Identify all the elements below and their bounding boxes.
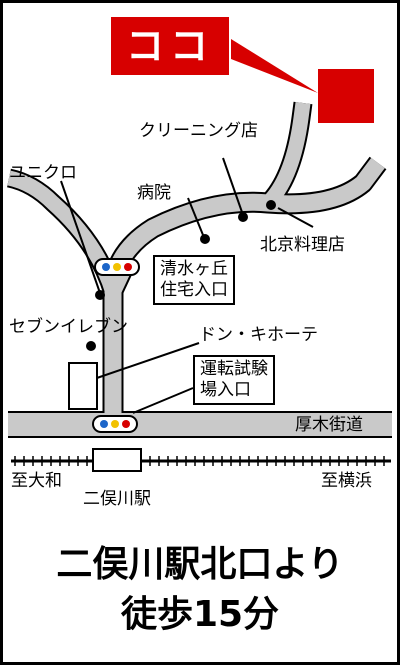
traffic-light-shimizugaoka <box>94 258 140 276</box>
label-beijing-restaurant: 北京料理店 <box>260 235 345 255</box>
leader-lines <box>60 39 318 414</box>
label-atsugi-kaido: 厚木街道 <box>295 415 363 435</box>
seven-dot <box>86 341 96 351</box>
label-uniqlo: ユニクロ <box>9 163 77 183</box>
license-line1: 運転試験 <box>200 359 268 379</box>
label-hospital: 病院 <box>137 183 171 203</box>
traffic-light-license <box>92 415 138 433</box>
label-license-center-entrance: 運転試験 場入口 <box>193 355 275 405</box>
footer-line1: 二俣川駅北口より <box>56 544 344 585</box>
uniqlo-dot <box>95 290 105 300</box>
railway <box>11 448 391 472</box>
destination-label: ココ <box>111 17 229 75</box>
license-line2: 場入口 <box>200 380 251 400</box>
map-graphic <box>6 39 392 472</box>
donki-building <box>68 362 98 410</box>
hospital-dot <box>200 234 210 244</box>
cleaning-dot <box>238 212 248 222</box>
label-don-quijote: ドン・キホーテ <box>199 325 318 345</box>
station-building <box>92 448 142 472</box>
label-futamatagawa-station: 二俣川駅 <box>83 489 151 509</box>
beijing-dot <box>266 200 276 210</box>
destination-marker <box>318 69 374 123</box>
label-seven-eleven: セブンイレブン <box>9 317 128 337</box>
label-shimizugaoka-entrance: 清水ヶ丘 住宅入口 <box>153 255 235 305</box>
shimizugaoka-line2: 住宅入口 <box>160 280 228 300</box>
label-cleaning-shop: クリーニング店 <box>139 121 258 141</box>
label-to-yokohama: 至横浜 <box>321 471 372 491</box>
label-to-yamato: 至大和 <box>11 471 62 491</box>
footer-line2: 徒歩15分 <box>120 594 280 635</box>
shimizugaoka-line1: 清水ヶ丘 <box>160 259 228 279</box>
